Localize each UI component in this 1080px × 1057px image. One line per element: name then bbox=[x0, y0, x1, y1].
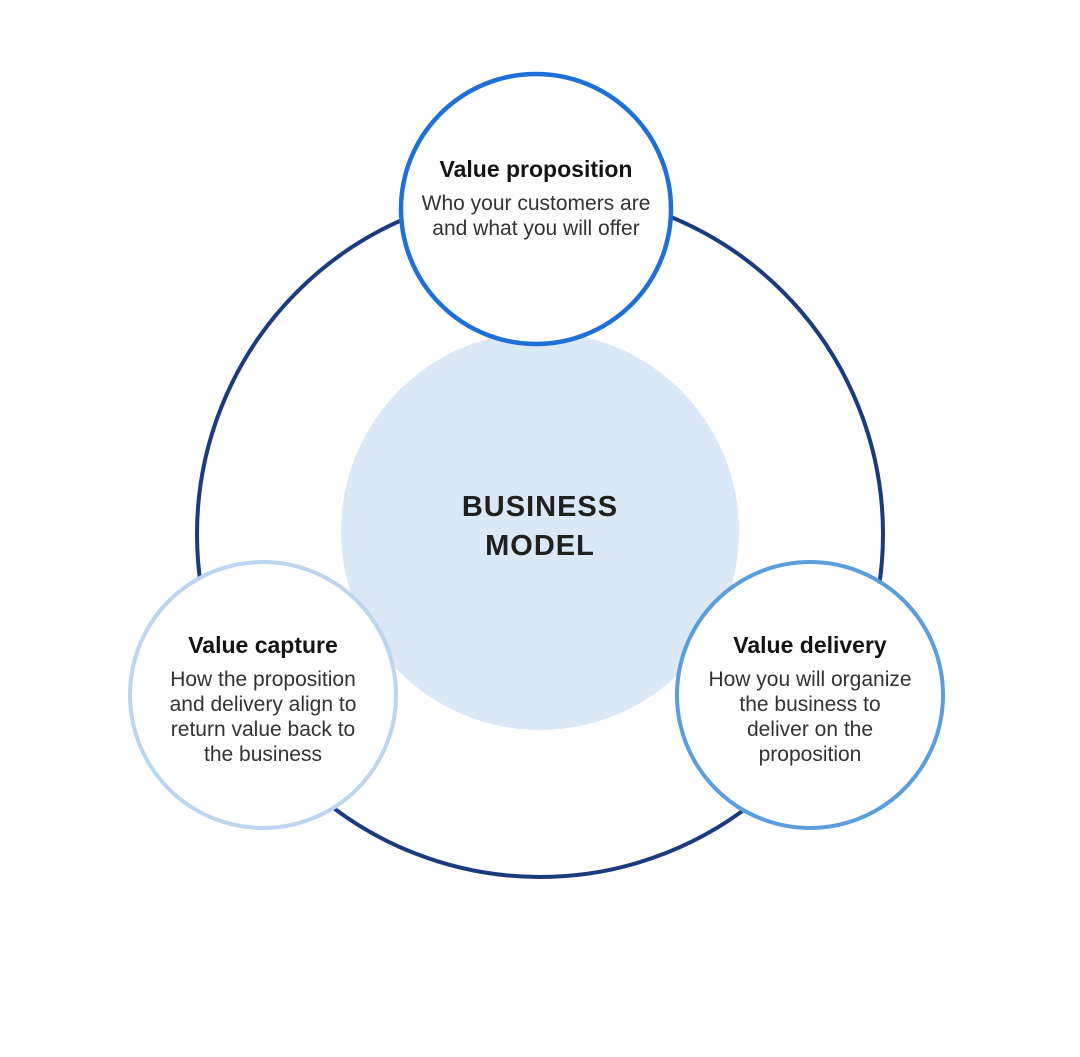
center-disc bbox=[341, 332, 739, 730]
value-delivery-circle bbox=[675, 560, 945, 830]
value-proposition-circle bbox=[398, 71, 674, 347]
value-capture-circle bbox=[128, 560, 398, 830]
center-title-line-2: MODEL bbox=[485, 530, 595, 562]
center-title: BUSINESS MODEL bbox=[390, 488, 690, 566]
center-title-line-1: BUSINESS bbox=[461, 491, 619, 523]
